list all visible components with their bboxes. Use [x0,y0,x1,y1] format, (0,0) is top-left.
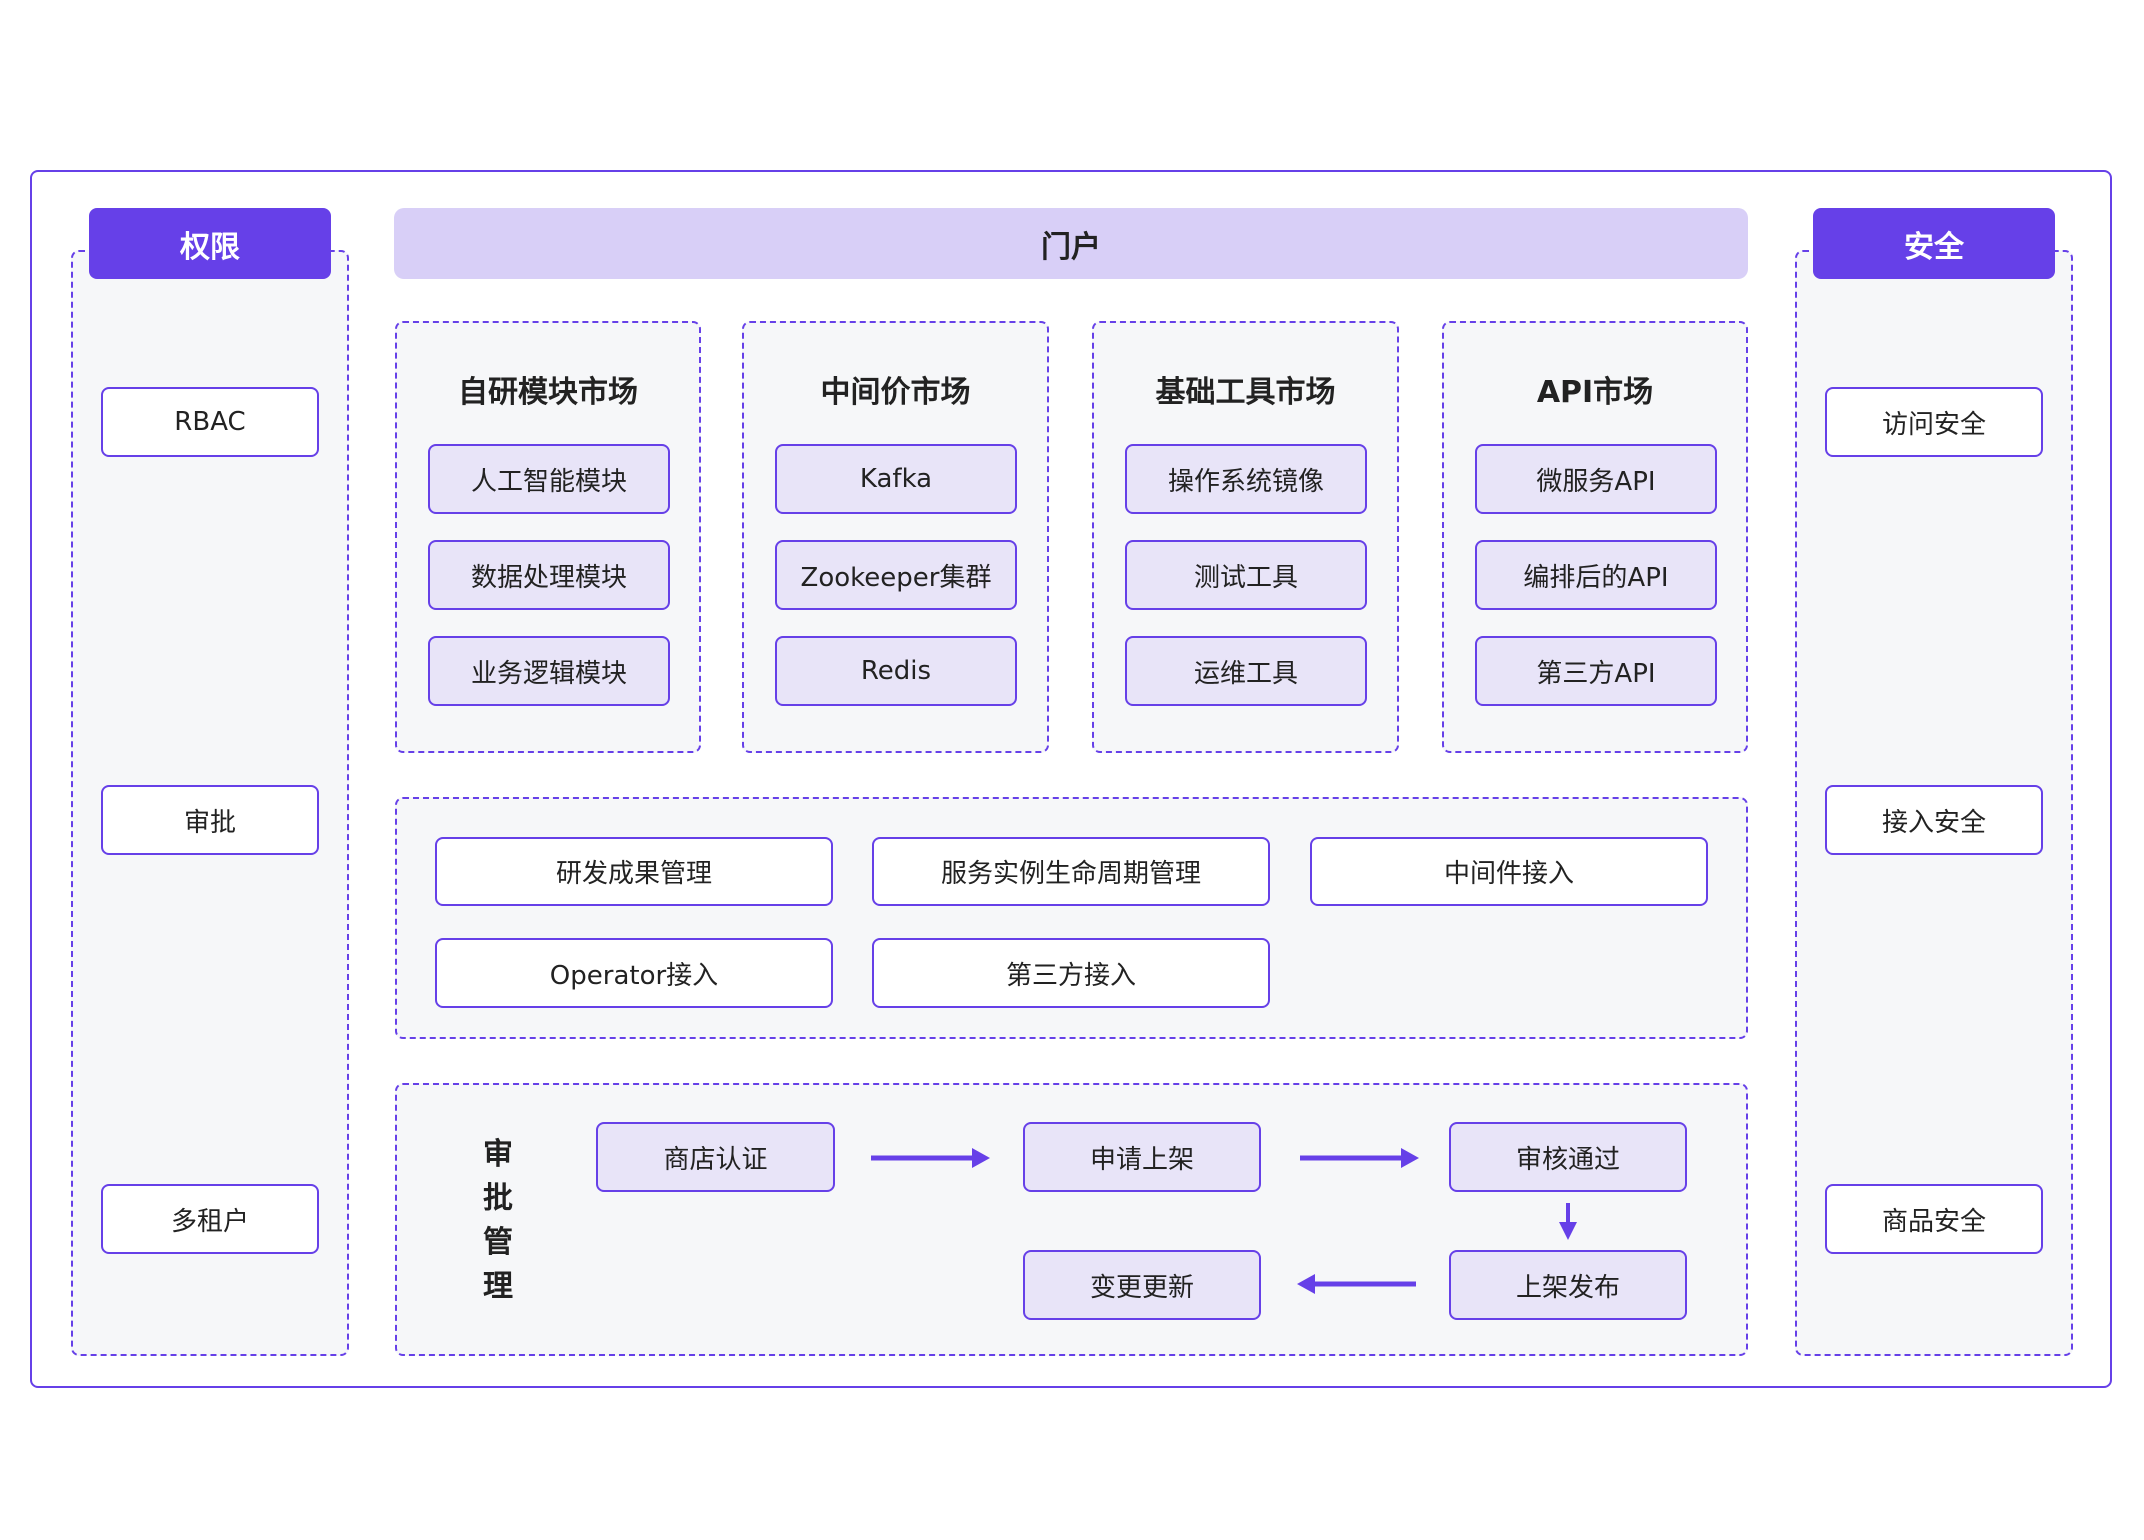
permission-header: 权限 [89,208,331,279]
lifecycle-box: 服务实例生命周期管理 [872,837,1270,906]
label-char: 理 [483,1269,513,1304]
market-item: Kafka [775,444,1017,514]
market-item: Zookeeper集群 [775,540,1017,610]
outer-frame [30,170,2112,1388]
market-middleware: 中间价市场 Kafka Zookeeper集群 Redis [742,321,1049,753]
market-item: 微服务API [1475,444,1717,514]
market-item: 测试工具 [1125,540,1367,610]
multi-tenant-box: 多租户 [101,1184,319,1254]
label-char: 批 [483,1181,513,1216]
market-title: API市场 [1536,375,1654,410]
integration-security-box: 接入安全 [1825,785,2043,855]
market-item: 人工智能模块 [428,444,670,514]
step-apply-listing: 申请上架 [1023,1122,1261,1192]
portal-bar: 门户 [394,208,1748,279]
market-self-developed: 自研模块市场 人工智能模块 数据处理模块 业务逻辑模块 [395,321,701,753]
market-item: 操作系统镜像 [1125,444,1367,514]
access-security-box: 访问安全 [1825,387,2043,457]
approval-label: 审 批 管 理 [478,1133,518,1309]
rbac-box: RBAC [101,387,319,457]
step-review-passed: 审核通过 [1449,1122,1687,1192]
product-security-box: 商品安全 [1825,1184,2043,1254]
market-item: Redis [775,636,1017,706]
market-item: 运维工具 [1125,636,1367,706]
market-api: API市场 微服务API 编排后的API 第三方API [1442,321,1748,753]
security-header: 安全 [1813,208,2055,279]
middleware-integration-box: 中间件接入 [1310,837,1708,906]
arrow-right-icon [1300,1148,1419,1168]
label-char: 审 [483,1137,513,1172]
arrow-left-icon [1297,1274,1416,1294]
market-item: 数据处理模块 [428,540,670,610]
market-tools: 基础工具市场 操作系统镜像 测试工具 运维工具 [1092,321,1399,753]
third-party-integration-box: 第三方接入 [872,938,1270,1008]
market-item: 第三方API [1475,636,1717,706]
arrow-down-icon [1559,1203,1577,1240]
market-item: 编排后的API [1475,540,1717,610]
label-char: 管 [483,1225,513,1260]
market-item: 业务逻辑模块 [428,636,670,706]
operator-integration-box: Operator接入 [435,938,833,1008]
approval-box: 审批 [101,785,319,855]
rd-results-box: 研发成果管理 [435,837,833,906]
market-title: 中间价市场 [820,375,971,410]
step-change-update: 变更更新 [1023,1250,1261,1320]
market-title: 基础工具市场 [1155,375,1336,410]
step-store-cert: 商店认证 [596,1122,835,1192]
arrow-right-icon [871,1148,990,1168]
step-publish: 上架发布 [1449,1250,1687,1320]
market-title: 自研模块市场 [458,375,638,410]
